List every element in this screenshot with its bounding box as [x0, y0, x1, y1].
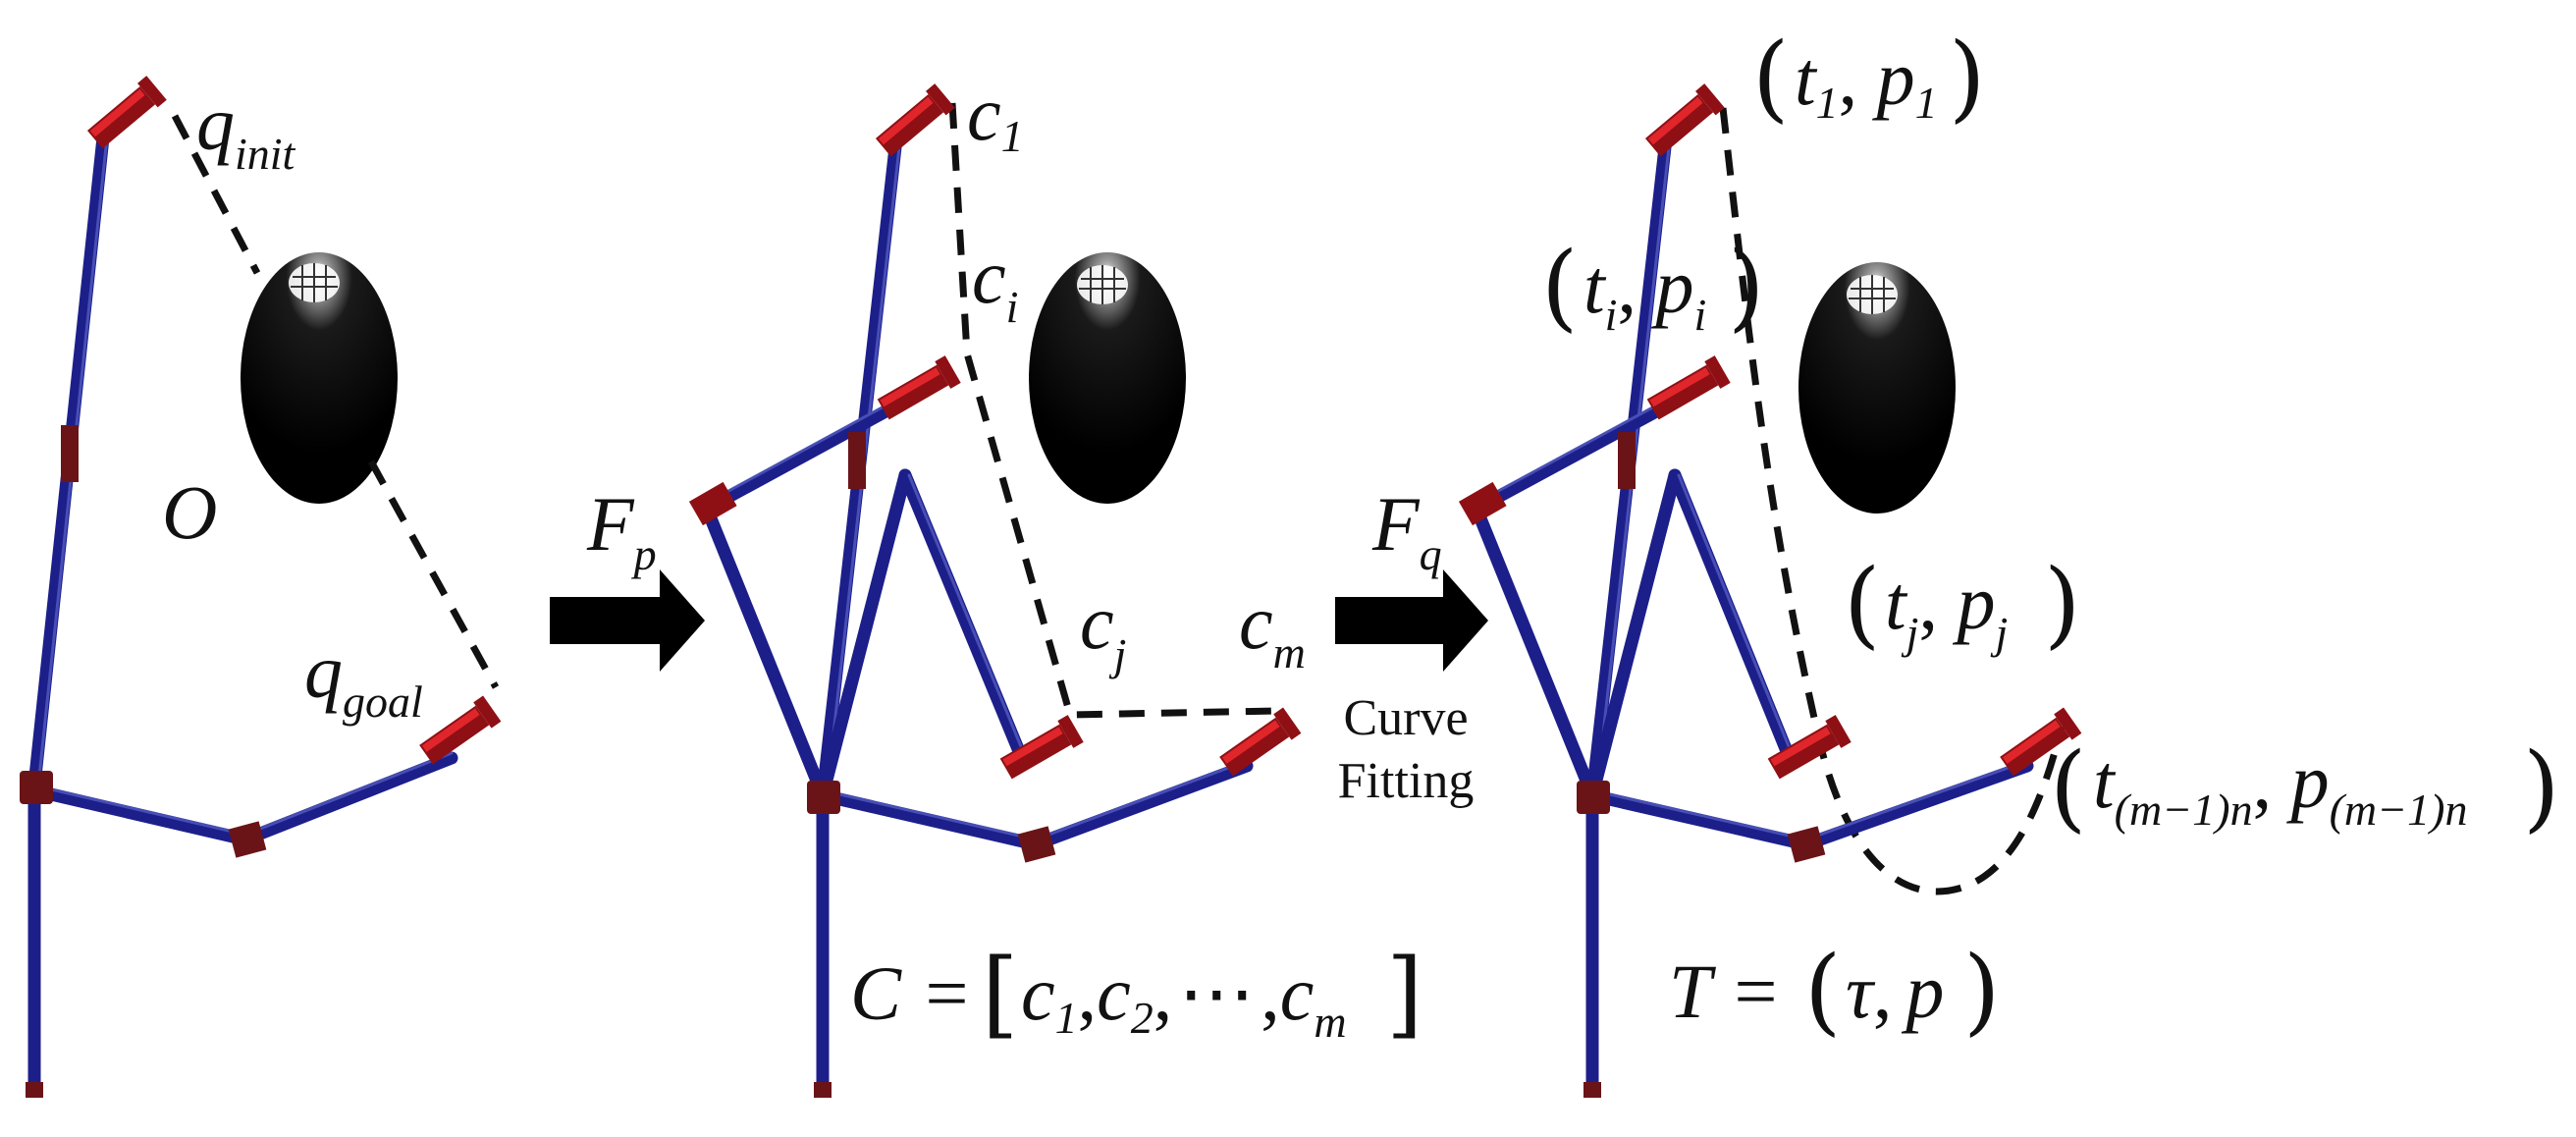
label-tj-pj: ( tj, pj ): [1844, 549, 2080, 659]
equation-t: T = ( τ,p ): [1669, 936, 2000, 1046]
svg-text:(: (: [1844, 549, 1880, 659]
fitting-caption: Fitting: [1338, 753, 1475, 809]
curve-caption: Curve: [1343, 690, 1468, 746]
gripper-cm: [1219, 707, 1302, 777]
equation-c: C =: [850, 950, 972, 1036]
gripper-p1: [1644, 83, 1725, 157]
fp-label: Fp: [586, 481, 657, 579]
obstacle-ellipse: [1798, 262, 1956, 514]
svg-text:τ,p: τ,p: [1846, 948, 1944, 1034]
gripper-shoulder: [688, 481, 737, 526]
panel-fitted-trajectory: ( t1, p1 ) ( ti, pi ) ( tj, pj ) ( t(m−1…: [1458, 23, 2559, 1098]
robot-arms-3: [1458, 83, 2082, 1098]
label-ti-pi: ( ti, pi ): [1541, 232, 1764, 342]
fq-label: Fq: [1371, 481, 1442, 579]
equation-c-items: c1,c2,⋯,cm: [1021, 950, 1347, 1047]
robot-arm-1: [20, 76, 502, 1098]
svg-text:(: (: [1541, 232, 1578, 342]
gripper-pj: [1767, 715, 1852, 780]
gripper-pm: [2000, 707, 2082, 777]
ci-label: ci: [972, 234, 1018, 332]
obstacle-label: O: [162, 469, 217, 555]
svg-text:): ): [1949, 23, 1985, 133]
arrow-fq: Fq Curve Fitting: [1335, 481, 1488, 809]
cj-label: cj: [1080, 579, 1126, 679]
svg-text:T =: T =: [1669, 948, 1781, 1034]
bracket-right: ]: [1386, 939, 1422, 1049]
obstacle-ellipse: [241, 252, 398, 504]
cm-label: cm: [1239, 579, 1306, 677]
fitted-curve-dashed: [1719, 107, 2066, 895]
gripper-pi: [1646, 355, 1731, 420]
svg-text:(: (: [2050, 732, 2086, 842]
svg-text:): ): [1728, 232, 1764, 342]
svg-text:t1, p1: t1, p1: [1795, 35, 1938, 128]
gripper-cj: [999, 715, 1084, 780]
svg-text:(: (: [1804, 936, 1841, 1046]
svg-text:tj, pj: tj, pj: [1885, 560, 2008, 658]
svg-text:ti, pi: ti, pi: [1583, 244, 1706, 340]
gripper-shoulder: [1458, 481, 1507, 526]
panel-initial-goal: qinit O qgoal: [20, 76, 502, 1098]
svg-text:(: (: [1752, 23, 1789, 133]
gripper-goal: [419, 695, 502, 765]
bracket-left: [: [982, 939, 1018, 1049]
piecewise-path-dashed: [948, 102, 1277, 719]
straight-path-dashed: [171, 114, 500, 689]
label-tm-pm: ( t(m−1)n, p(m−1)n ): [2050, 732, 2559, 842]
arrow-fp: Fp: [550, 481, 705, 672]
gripper-init: [86, 76, 167, 149]
gripper-ci: [877, 355, 961, 420]
svg-text:): ): [2523, 732, 2559, 842]
label-t1-p1: ( t1, p1 ): [1752, 23, 1985, 133]
gripper-c1: [875, 83, 955, 157]
svg-text:t(m−1)n, p(m−1)n: t(m−1)n, p(m−1)n: [2093, 738, 2467, 835]
svg-text:): ): [2044, 549, 2080, 659]
q-init-label: qinit: [196, 81, 296, 179]
robot-arms-2: [688, 83, 1302, 1098]
obstacle-ellipse: [1029, 252, 1186, 504]
q-goal-label: qgoal: [304, 628, 423, 727]
c1-label: c1: [967, 71, 1024, 161]
panel-collision-free-points: c1 ci cj cm C = [ c1,c2,⋯,cm ]: [688, 71, 1422, 1098]
svg-text:): ): [1963, 936, 2000, 1046]
